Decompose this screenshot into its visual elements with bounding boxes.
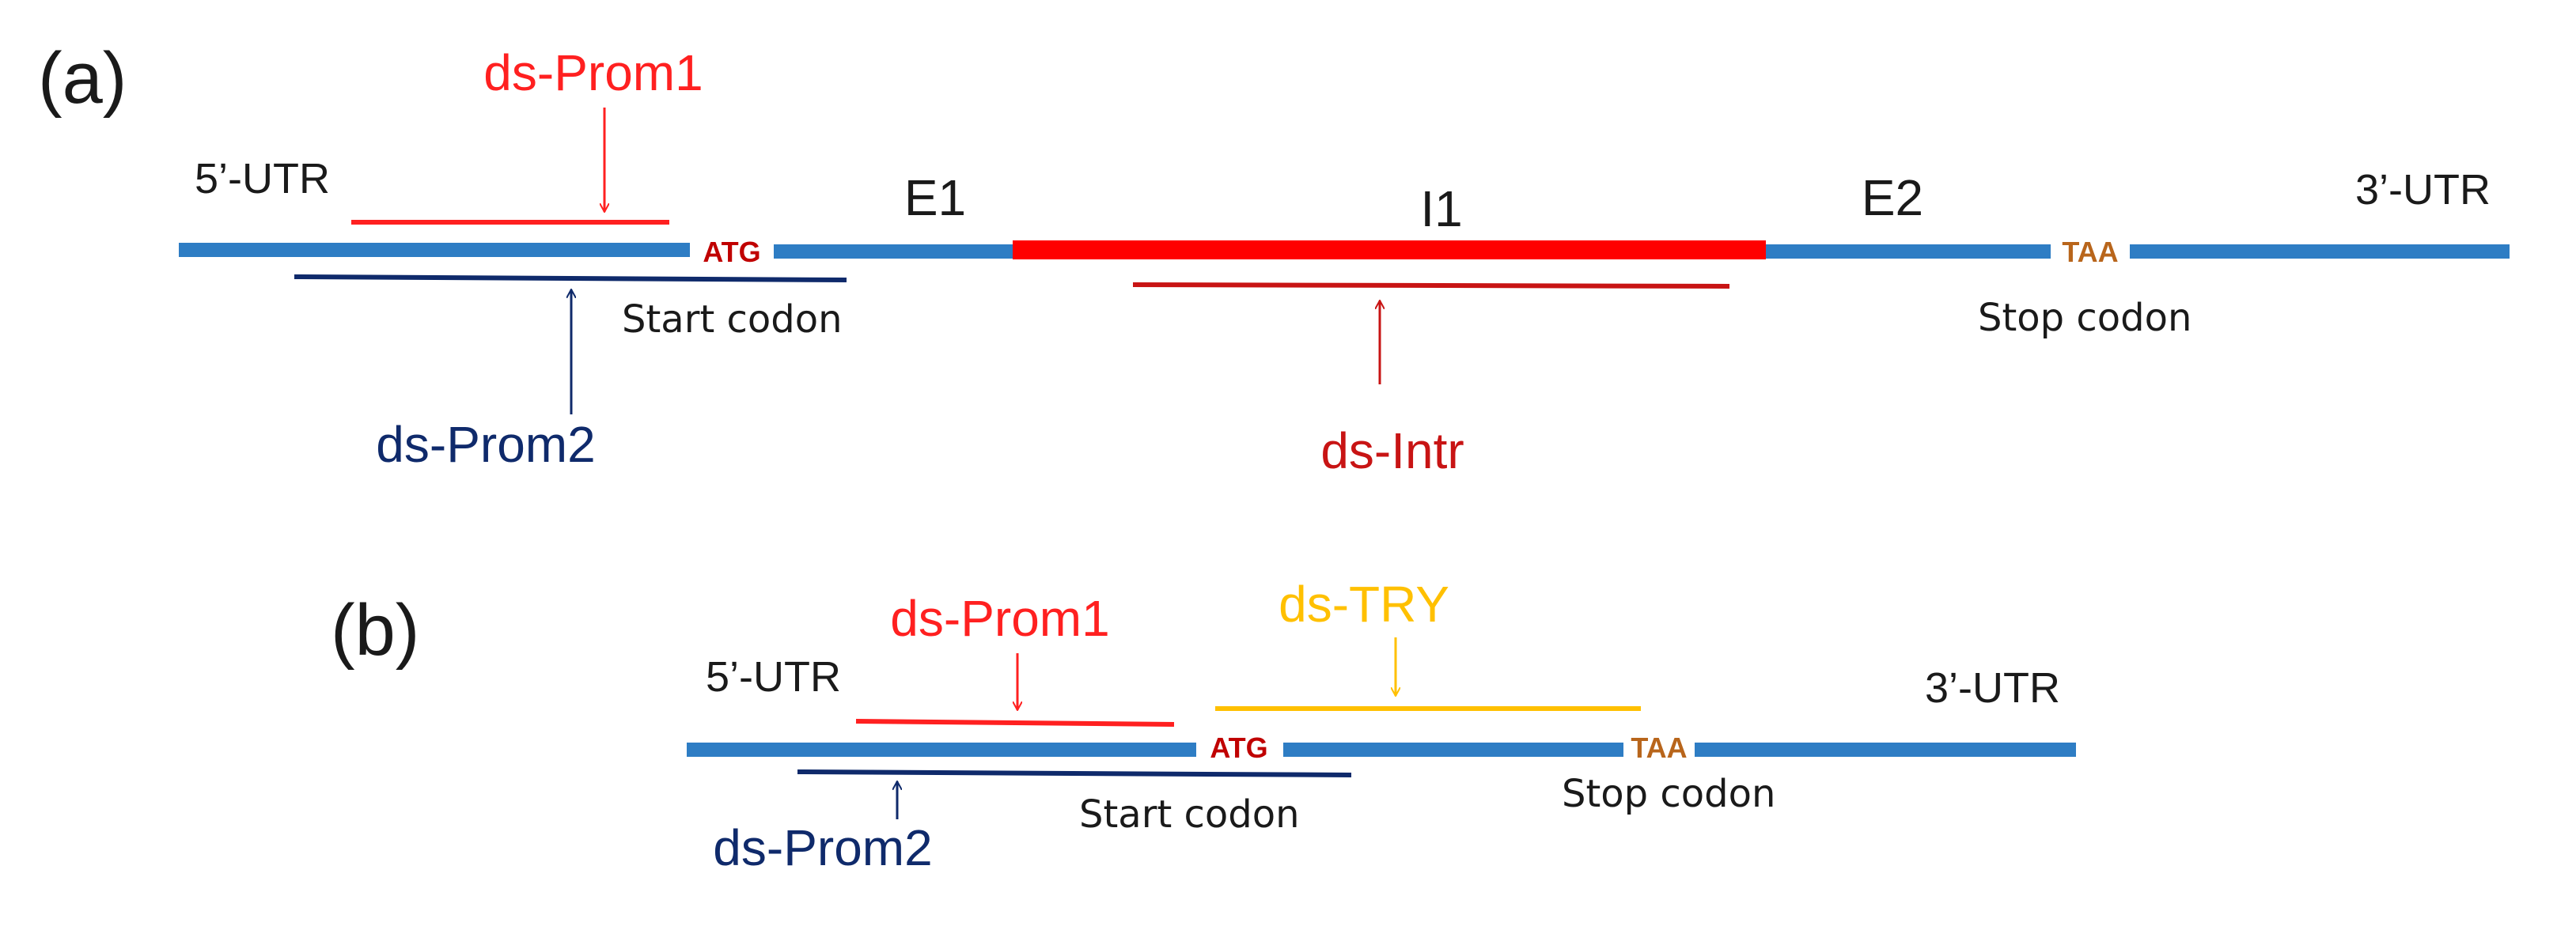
panel-b-stop-codon-seq: TAA: [1631, 732, 1687, 764]
panel-a-exon2-label: E2: [1862, 169, 1923, 226]
panel-a-intr-label: ds-Intr: [1320, 422, 1464, 479]
panel-a-prom2-probe-line: [294, 274, 847, 282]
panel-b-prom1-probe-line: [855, 719, 1175, 727]
panel-b-start-codon-seq: ATG: [1210, 732, 1267, 764]
panel-b-utr3-label: 3’-UTR: [1925, 664, 2060, 712]
panel-a-intr-probe-line: [1132, 282, 1730, 289]
panel-a-start-codon-seq: ATG: [703, 236, 760, 268]
panel-a-label: (a): [38, 38, 127, 119]
panel-b-prom1-label: ds-Prom1: [890, 590, 1109, 647]
panel-a-stop-codon-label: Stop codon: [1978, 296, 2191, 340]
panel-b-stop-codon-label: Stop codon: [1562, 772, 1775, 816]
panel-a: (a) ATG TAA 5’-UTR E1 I1 E2 3’-UTR Start…: [38, 38, 2510, 479]
panel-a-exon1-label: E1: [904, 169, 966, 226]
panel-a-intron1-label: I1: [1420, 180, 1462, 237]
panel-a-start-codon-label: Start codon: [622, 297, 843, 342]
panel-b: (b) ATG TAA 5’-UTR 3’-UTR Start codon St…: [331, 576, 2076, 876]
panel-b-prom2-label: ds-Prom2: [713, 819, 932, 876]
panel-a-prom1-label: ds-Prom1: [483, 44, 703, 101]
panel-b-label: (b): [331, 590, 419, 671]
panel-b-prom2-probe-line: [797, 769, 1352, 777]
panel-b-utr5-label: 5’-UTR: [706, 653, 841, 701]
panel-a-utr3-label: 3’-UTR: [2355, 166, 2491, 214]
panel-a-prom2-label: ds-Prom2: [376, 416, 595, 473]
panel-b-start-codon-label: Start codon: [1079, 792, 1300, 837]
panel-a-stop-codon-seq: TAA: [2062, 236, 2118, 268]
panel-b-try-label: ds-TRY: [1279, 576, 1449, 633]
panel-a-utr5-label: 5’-UTR: [195, 155, 330, 202]
